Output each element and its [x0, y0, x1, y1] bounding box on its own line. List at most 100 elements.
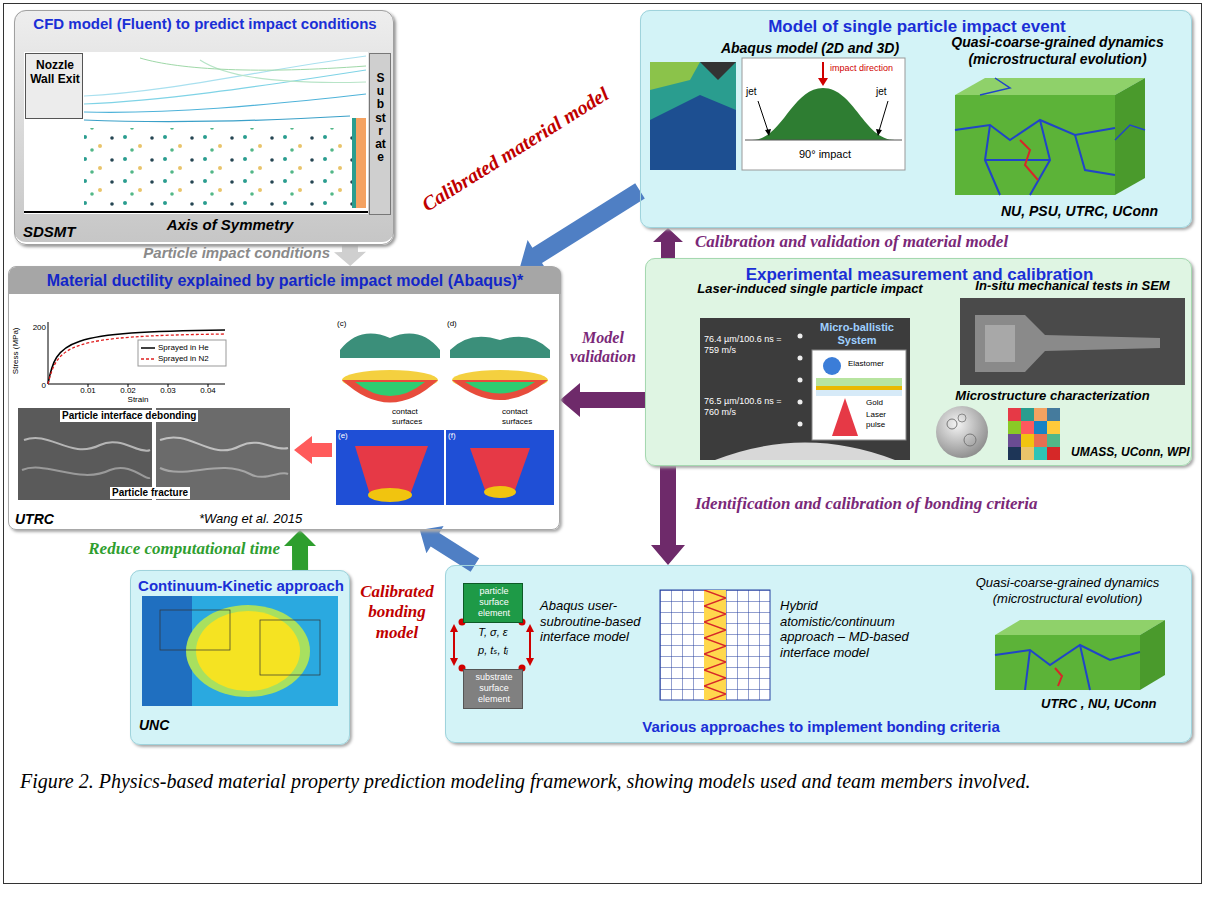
reference-note: *Wang et al. 2015 — [199, 511, 399, 527]
flow-label: Calibrated bonding model — [352, 582, 442, 643]
layer-label: Gold — [866, 398, 896, 408]
microstructure-block — [995, 620, 1165, 690]
ebsd-map-part — [1008, 421, 1021, 434]
continuum-field-part — [142, 596, 192, 706]
sem-images-part — [24, 438, 150, 451]
sem-images-part — [160, 437, 288, 450]
method-label: Microstructure characterization — [920, 388, 1185, 404]
axis-label: Axis of Symmetry — [110, 216, 350, 234]
cfd-panel: CFD model (Fluent) to predict impact con… — [14, 10, 394, 245]
continuum-field-part — [196, 611, 300, 691]
axis-title: Stress (MPa) — [11, 321, 21, 381]
simulation-images-part — [342, 380, 438, 403]
simulation-images-part — [368, 488, 412, 502]
impact-contour — [650, 58, 905, 170]
tick-label: 200 — [22, 323, 46, 333]
microstructure-block-part — [955, 78, 1145, 95]
simulation-images-part — [470, 448, 530, 490]
microstructure-block-part — [1055, 668, 1062, 686]
team-label: NU, PSU, UTRC, UConn — [1001, 203, 1186, 220]
ebsd-map-part — [1021, 434, 1034, 447]
ballistic-photo-part — [816, 390, 902, 396]
impact-contour-part — [818, 78, 828, 86]
impact-contour-part — [650, 62, 736, 170]
simulation-images-part — [336, 430, 444, 505]
ebsd-map-part — [1021, 408, 1034, 421]
panel-fills-part — [14, 10, 394, 242]
panel-title: CFD model (Fluent) to predict impact con… — [19, 15, 391, 33]
subfigure-tag: (f) — [448, 431, 464, 441]
atomistic-grid — [660, 590, 770, 700]
impact-contour-part — [745, 140, 902, 141]
continuum-field-part — [260, 620, 320, 675]
stress-strain-chart-part — [138, 340, 226, 366]
symbol-label: p, tₛ, tᵢ — [464, 644, 522, 657]
flow-arrow — [334, 245, 366, 266]
subfigure-tag: (d) — [447, 319, 463, 329]
simulation-images-part — [484, 486, 516, 498]
layer-label: Laser pulse — [866, 410, 904, 429]
microstructure-block-part — [1020, 140, 1038, 180]
flow-label: Calibrated material model — [407, 75, 623, 223]
box-label: particle surface element — [466, 586, 522, 618]
ballistic-photo-part — [816, 378, 902, 386]
stress-strain-chart — [48, 322, 226, 387]
flow-label: Model validation — [561, 328, 645, 366]
continuum-field-part — [142, 596, 338, 706]
team-label: UNC — [139, 717, 219, 734]
subfigure-tag: (c) — [337, 319, 353, 329]
cfd-flow-field-part — [352, 118, 356, 208]
ebsd-map-part — [1034, 434, 1047, 447]
ebsd-map-part — [1021, 421, 1034, 434]
system-label: Micro-ballistic System — [806, 321, 908, 347]
simulation-images-part — [450, 337, 550, 358]
powder-particle — [936, 406, 988, 458]
impact-contour-part — [742, 58, 905, 170]
impact-contour-part — [876, 129, 882, 136]
interface-model-part — [526, 624, 534, 632]
interface-model-part — [450, 658, 458, 666]
microstructure-block-part — [1140, 620, 1165, 690]
velocity-label: 76.4 µm/100.6 ns = 759 m/s — [704, 334, 796, 356]
panel-fills-part — [8, 266, 560, 530]
panel-fills-part — [130, 570, 350, 745]
model-label: Quasi-coarse-grained dynamics (microstru… — [930, 34, 1185, 68]
panel-fills — [8, 10, 1192, 745]
microstructure-block-part — [985, 159, 1050, 161]
method-label: Laser-induced single particle impact — [690, 281, 930, 297]
microstructure-block-part — [1115, 78, 1145, 195]
flow-arrow — [651, 466, 685, 565]
impact-contour-part — [700, 62, 736, 80]
simulation-images-part — [465, 382, 535, 394]
sem-images-part — [294, 436, 332, 464]
simulation-images-part — [446, 430, 554, 505]
method-label: Abaqus user-subroutine-based interface m… — [540, 598, 648, 645]
ballistic-photo-part — [798, 356, 803, 361]
sem-test-image-part — [975, 315, 1160, 372]
tick-label: 0.02 — [116, 386, 140, 396]
team-label: UMASS, UConn, WPI — [1071, 445, 1191, 459]
stress-strain-chart-part — [141, 347, 155, 349]
ballistic-photo-part — [823, 357, 841, 375]
microstructure-block-part — [995, 645, 1140, 665]
powder-particle-part — [947, 419, 957, 429]
cfd-flow-field-part — [200, 60, 366, 82]
ebsd-map-part — [1021, 447, 1034, 460]
box-label: Substrate — [375, 72, 386, 164]
sem-images-part — [160, 468, 288, 477]
ductility-panel: Material ductility explained by particle… — [8, 266, 560, 530]
legend-text: Sprayed in He — [158, 343, 226, 353]
ballistic-photo-part — [715, 443, 895, 461]
tick-label: 0.03 — [156, 386, 180, 396]
microstructure-block-part — [955, 120, 1115, 140]
impact-contour-part — [758, 101, 768, 131]
ballistic-photo-part — [812, 350, 906, 440]
tick-label: 0.01 — [76, 386, 100, 396]
stress-strain-chart-part — [48, 322, 49, 384]
continuum-field-part — [160, 610, 230, 650]
callout: contact surfaces — [502, 407, 554, 426]
ebsd-map-part — [1008, 447, 1021, 460]
powder-particle-part — [958, 414, 966, 422]
microstructure-block-part — [1075, 135, 1115, 175]
